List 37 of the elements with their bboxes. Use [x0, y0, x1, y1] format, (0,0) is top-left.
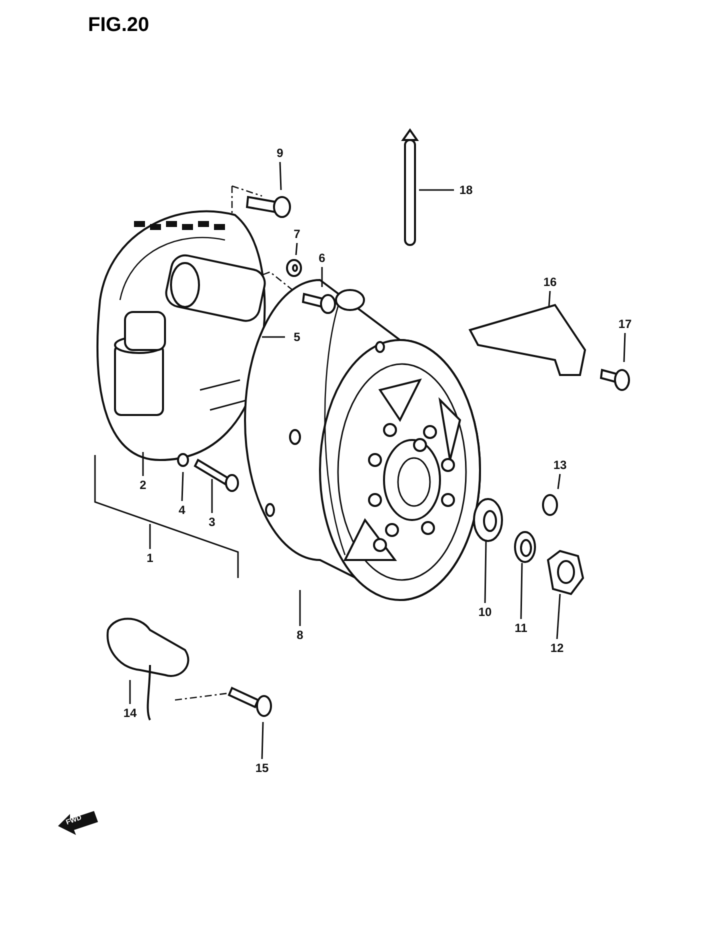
callout-number: 6 — [310, 249, 334, 267]
leader-line — [295, 242, 298, 256]
leader-line — [623, 332, 626, 362]
leader-line — [484, 540, 487, 604]
leader-line — [261, 722, 264, 760]
callout-number: 18 — [454, 181, 478, 199]
callout-number: 16 — [538, 273, 562, 291]
leader-line — [556, 594, 561, 640]
callout-number: 13 — [548, 456, 572, 474]
callout-number: 15 — [250, 759, 274, 777]
leader-line — [181, 472, 184, 502]
callout-number: 14 — [118, 704, 142, 722]
callout-number: 10 — [473, 603, 497, 621]
callout-number: 12 — [545, 639, 569, 657]
leader-line — [142, 452, 144, 476]
callout-number: 3 — [200, 513, 224, 531]
leader-line — [321, 267, 323, 287]
callout-number: 2 — [131, 476, 155, 494]
figure-title: FIG.20 — [88, 14, 150, 37]
callout-number: 8 — [288, 626, 312, 644]
callout-number: 11 — [509, 619, 533, 637]
leader-line — [548, 290, 551, 306]
callout-number: 17 — [613, 315, 637, 333]
leader-line — [129, 680, 131, 704]
callout-number: 5 — [285, 328, 309, 346]
leader-line — [520, 562, 523, 620]
leader-line — [279, 162, 282, 190]
callout-number: 7 — [285, 225, 309, 243]
leader-line — [211, 479, 213, 513]
leader-line — [262, 336, 285, 338]
callout-number: 1 — [138, 549, 162, 567]
callout-number: 4 — [170, 501, 194, 519]
callout-number: 9 — [268, 144, 292, 162]
leader-line — [299, 590, 301, 626]
leader-line — [557, 474, 561, 490]
leader-line — [149, 524, 151, 549]
leader-line — [419, 189, 454, 191]
